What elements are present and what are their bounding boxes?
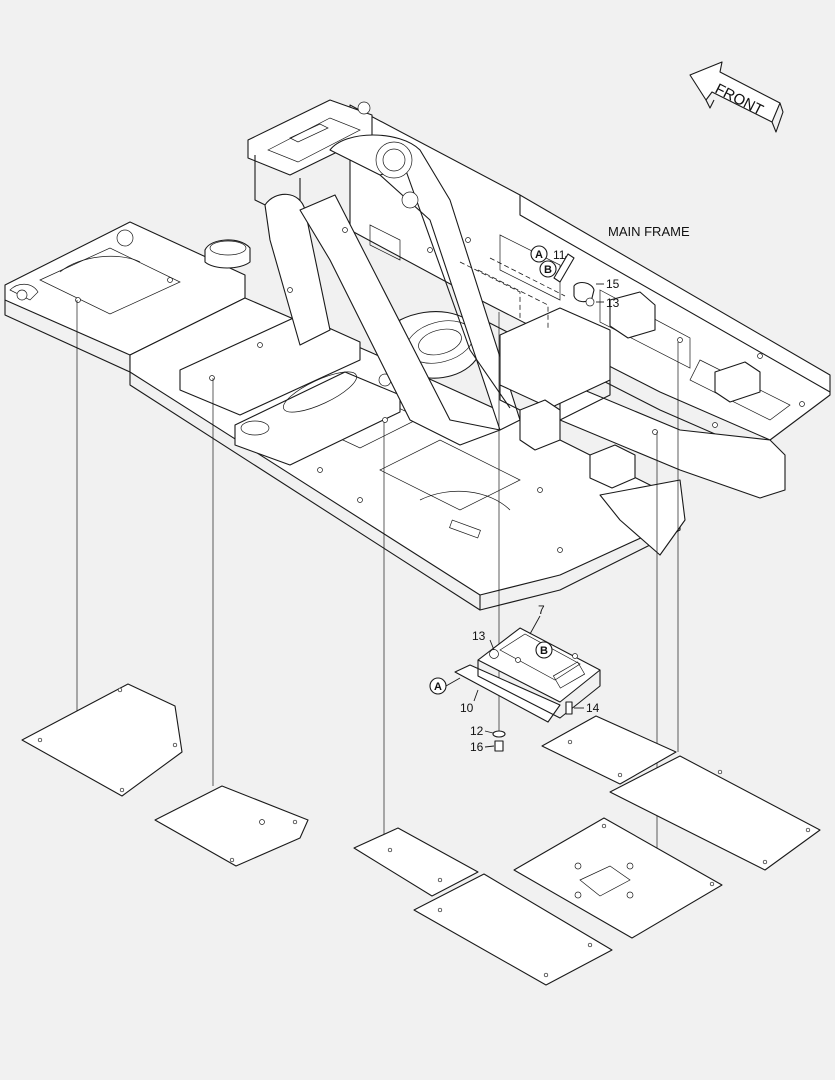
- under-cover-4: [413, 873, 613, 986]
- bolt-icon: [553, 253, 575, 283]
- part-10-label: 10: [460, 701, 474, 715]
- bolt-icon: [565, 701, 573, 715]
- washer-icon: [573, 281, 595, 303]
- under-cover-5: [541, 715, 677, 785]
- part-16-label: 16: [470, 740, 484, 754]
- under-cover-7: [513, 817, 723, 939]
- part-14-label: 14: [586, 701, 600, 715]
- assembly-lines: [76, 300, 679, 850]
- under-cover-1: [21, 683, 183, 797]
- under-covers: [21, 683, 821, 986]
- under-cover-6: [609, 755, 821, 871]
- under-cover-2: [154, 785, 309, 867]
- under-cover-3: [353, 827, 479, 897]
- main-frame: [4, 99, 831, 611]
- bolt-icon: [494, 740, 504, 752]
- upper-callouts: A B 11 15 13 MAIN FRAME: [530, 224, 690, 310]
- ref-marker-b-lower: B: [540, 645, 548, 657]
- part-7-label: 7: [538, 603, 545, 617]
- part-11-label: 11: [553, 248, 566, 262]
- part-12-label: 12: [470, 724, 484, 738]
- ref-marker-a-upper: A: [535, 249, 543, 261]
- part-13-upper-label: 13: [606, 296, 620, 310]
- ref-marker-b-upper: B: [544, 264, 552, 276]
- ref-marker-a-lower: A: [434, 681, 442, 693]
- part-15-label: 15: [606, 277, 620, 291]
- part-13-lower-label: 13: [472, 629, 486, 643]
- main-frame-label: MAIN FRAME: [608, 224, 690, 239]
- washer-icon: [492, 730, 506, 738]
- front-arrow-icon: FRONT: [689, 61, 784, 133]
- control-box-assembly: B A 7 13 10 14 12 16: [429, 603, 601, 754]
